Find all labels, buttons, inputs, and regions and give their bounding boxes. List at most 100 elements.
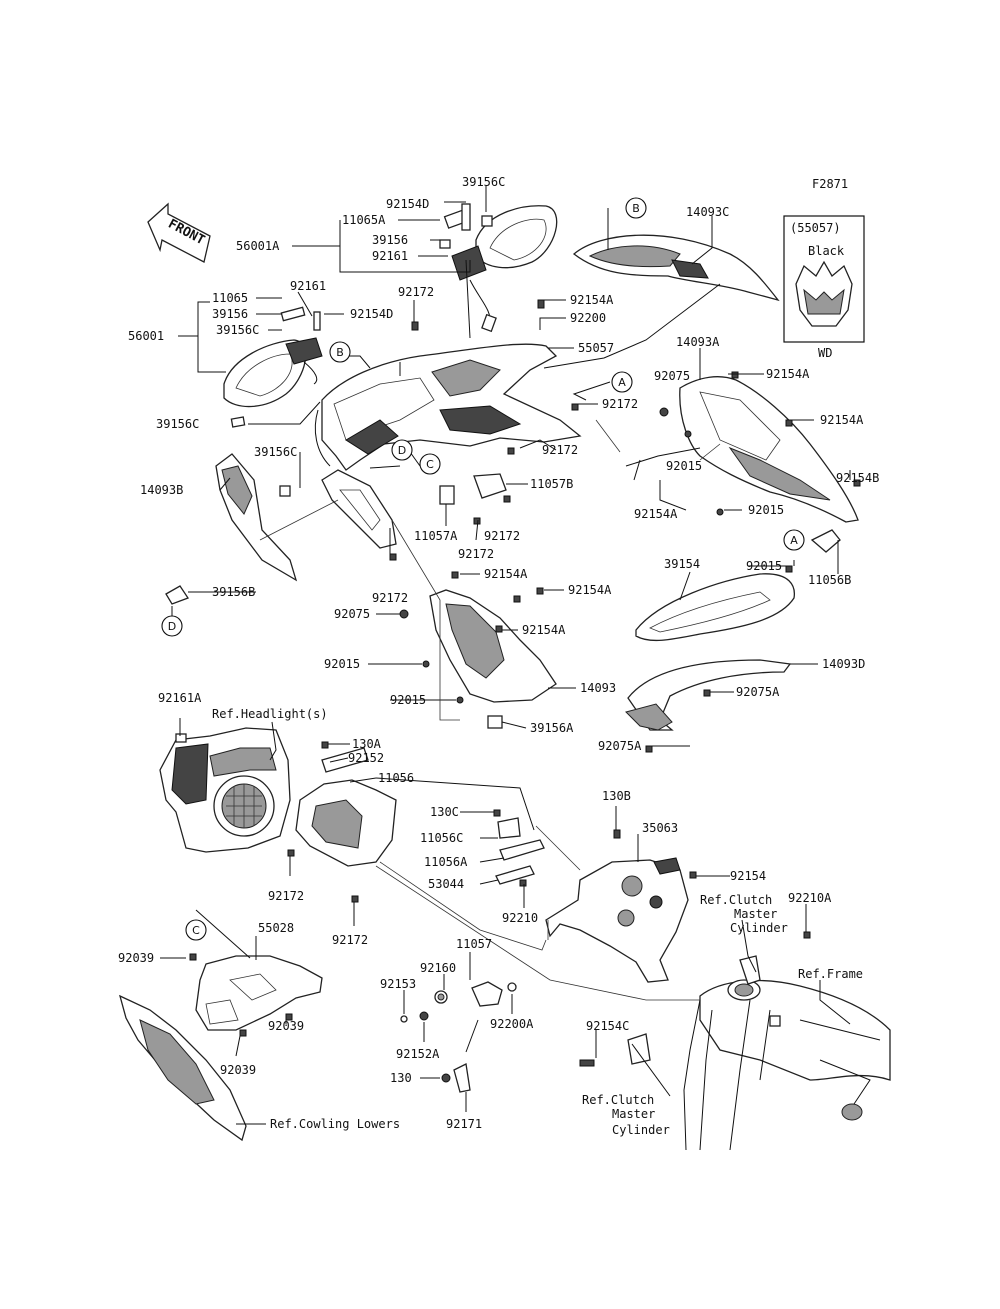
label-14093b: 14093B bbox=[140, 483, 183, 497]
bracket-11057b bbox=[439, 473, 507, 505]
upper-cowling-55057 bbox=[314, 343, 582, 471]
label-11056c: 11056C bbox=[420, 831, 463, 845]
label-92161-mid: 92161 bbox=[290, 279, 326, 293]
piece-39156b bbox=[165, 585, 189, 605]
label-ref-clutch-1c: Cylinder bbox=[730, 921, 788, 935]
label-39156c-c: 39156C bbox=[156, 417, 199, 431]
label-ref-clutch-2b: Master bbox=[612, 1107, 655, 1121]
label-92039-b: 92039 bbox=[268, 1019, 304, 1033]
ref-circles: B B A D C A D C bbox=[161, 197, 805, 941]
label-56001: 56001 bbox=[128, 329, 164, 343]
label-92154a-g: 92154A bbox=[522, 623, 566, 637]
label-56001a: 56001A bbox=[236, 239, 280, 253]
bracket-11057 bbox=[400, 981, 595, 1093]
stay-35063 bbox=[545, 857, 689, 983]
inset-55057: (55057) Black WD bbox=[783, 215, 865, 360]
circle-a-mid: A bbox=[618, 376, 626, 389]
inner-panel bbox=[321, 469, 397, 549]
label-ref-cowling: Ref.Cowling Lowers bbox=[270, 1117, 400, 1131]
label-ref-clutch-1a: Ref.Clutch bbox=[700, 893, 772, 907]
label-92172-b: 92172 bbox=[602, 397, 638, 411]
figure-code: F2871 bbox=[812, 177, 848, 191]
label-92172-e: 92172 bbox=[458, 547, 494, 561]
label-92154d-top: 92154D bbox=[386, 197, 429, 211]
label-92160: 92160 bbox=[420, 961, 456, 975]
label-92154a-b: 92154A bbox=[766, 367, 810, 381]
circle-b-left: B bbox=[336, 346, 344, 359]
label-92075a-b: 92075A bbox=[598, 739, 642, 753]
label-92015-d: 92015 bbox=[324, 657, 360, 671]
label-92154: 92154 bbox=[730, 869, 766, 883]
circle-c-bottom: C bbox=[192, 924, 200, 937]
label-92154b: 92154B bbox=[836, 471, 879, 485]
duct-39154 bbox=[635, 573, 795, 642]
circle-c-mid: C bbox=[426, 458, 434, 471]
label-92039-a: 92039 bbox=[118, 951, 154, 965]
label-92152a: 92152A bbox=[396, 1047, 440, 1061]
label-39156b: 39156B bbox=[212, 585, 255, 599]
label-55028: 55028 bbox=[258, 921, 294, 935]
label-ref-clutch-1b: Master bbox=[734, 907, 777, 921]
label-55057: 55057 bbox=[578, 341, 614, 355]
label-14093d: 14093D bbox=[822, 657, 865, 671]
circle-b-top: B bbox=[632, 202, 640, 215]
circle-d-mid: D bbox=[398, 444, 406, 457]
label-92210a: 92210A bbox=[788, 891, 832, 905]
frame bbox=[627, 955, 891, 1151]
label-92152: 92152 bbox=[348, 751, 384, 765]
label-92015-a: 92015 bbox=[666, 459, 702, 473]
label-92172-f: 92172 bbox=[372, 591, 408, 605]
label-92210: 92210 bbox=[502, 911, 538, 925]
part-labels: 39156C 92154D 11065A 56001A 39156 92161 … bbox=[118, 175, 879, 1137]
label-130: 130 bbox=[390, 1071, 412, 1085]
label-92154a-d: 92154A bbox=[634, 507, 678, 521]
label-39156-left: 39156 bbox=[212, 307, 248, 321]
label-92153: 92153 bbox=[380, 977, 416, 991]
label-92154a-e: 92154A bbox=[484, 567, 528, 581]
bracket-11056c bbox=[495, 817, 545, 885]
label-130b: 130B bbox=[602, 789, 631, 803]
lower-panel-14093 bbox=[429, 589, 557, 729]
label-92161a: 92161A bbox=[158, 691, 202, 705]
label-39156-top: 39156 bbox=[372, 233, 408, 247]
label-92172-h: 92172 bbox=[332, 933, 368, 947]
label-11056a: 11056A bbox=[424, 855, 468, 869]
label-92015-b: 92015 bbox=[748, 503, 784, 517]
label-92154d-mid: 92154D bbox=[350, 307, 393, 321]
label-ref-clutch-2c: Cylinder bbox=[612, 1123, 670, 1137]
cowl-14093c bbox=[572, 234, 780, 302]
label-92154c: 92154C bbox=[586, 1019, 629, 1033]
mirror-left bbox=[223, 306, 323, 408]
label-130c: 130C bbox=[430, 805, 459, 819]
label-92015-e: 92015 bbox=[390, 693, 426, 707]
label-53044: 53044 bbox=[428, 877, 464, 891]
label-39156c-left: 39156C bbox=[216, 323, 259, 337]
label-92172-c: 92172 bbox=[542, 443, 578, 457]
inset-code: WD bbox=[818, 346, 832, 360]
label-14093: 14093 bbox=[580, 681, 616, 695]
label-11065a: 11065A bbox=[342, 213, 386, 227]
label-92154a-f: 92154A bbox=[568, 583, 612, 597]
mirror-right bbox=[439, 203, 558, 333]
cowling-lowers bbox=[119, 994, 247, 1142]
fasteners bbox=[189, 299, 861, 1037]
inset-color: Black bbox=[808, 244, 845, 258]
label-11057b: 11057B bbox=[530, 477, 573, 491]
label-130a: 130A bbox=[352, 737, 382, 751]
label-92200: 92200 bbox=[570, 311, 606, 325]
label-35063: 35063 bbox=[642, 821, 678, 835]
label-11065: 11065 bbox=[212, 291, 248, 305]
label-11056b: 11056B bbox=[808, 573, 851, 587]
label-92154a-a: 92154A bbox=[570, 293, 614, 307]
label-92075a-a: 92075A bbox=[736, 685, 780, 699]
label-11057: 11057 bbox=[456, 937, 492, 951]
label-14093a: 14093A bbox=[676, 335, 720, 349]
leader-lines bbox=[160, 186, 851, 1125]
trim-14093d bbox=[625, 659, 792, 731]
label-ref-frame: Ref.Frame bbox=[798, 967, 863, 981]
piece-39156c bbox=[230, 416, 291, 497]
front-arrow-icon: FRONT bbox=[147, 202, 211, 263]
label-92154a-c: 92154A bbox=[820, 413, 864, 427]
circle-a-right: A bbox=[790, 534, 798, 547]
